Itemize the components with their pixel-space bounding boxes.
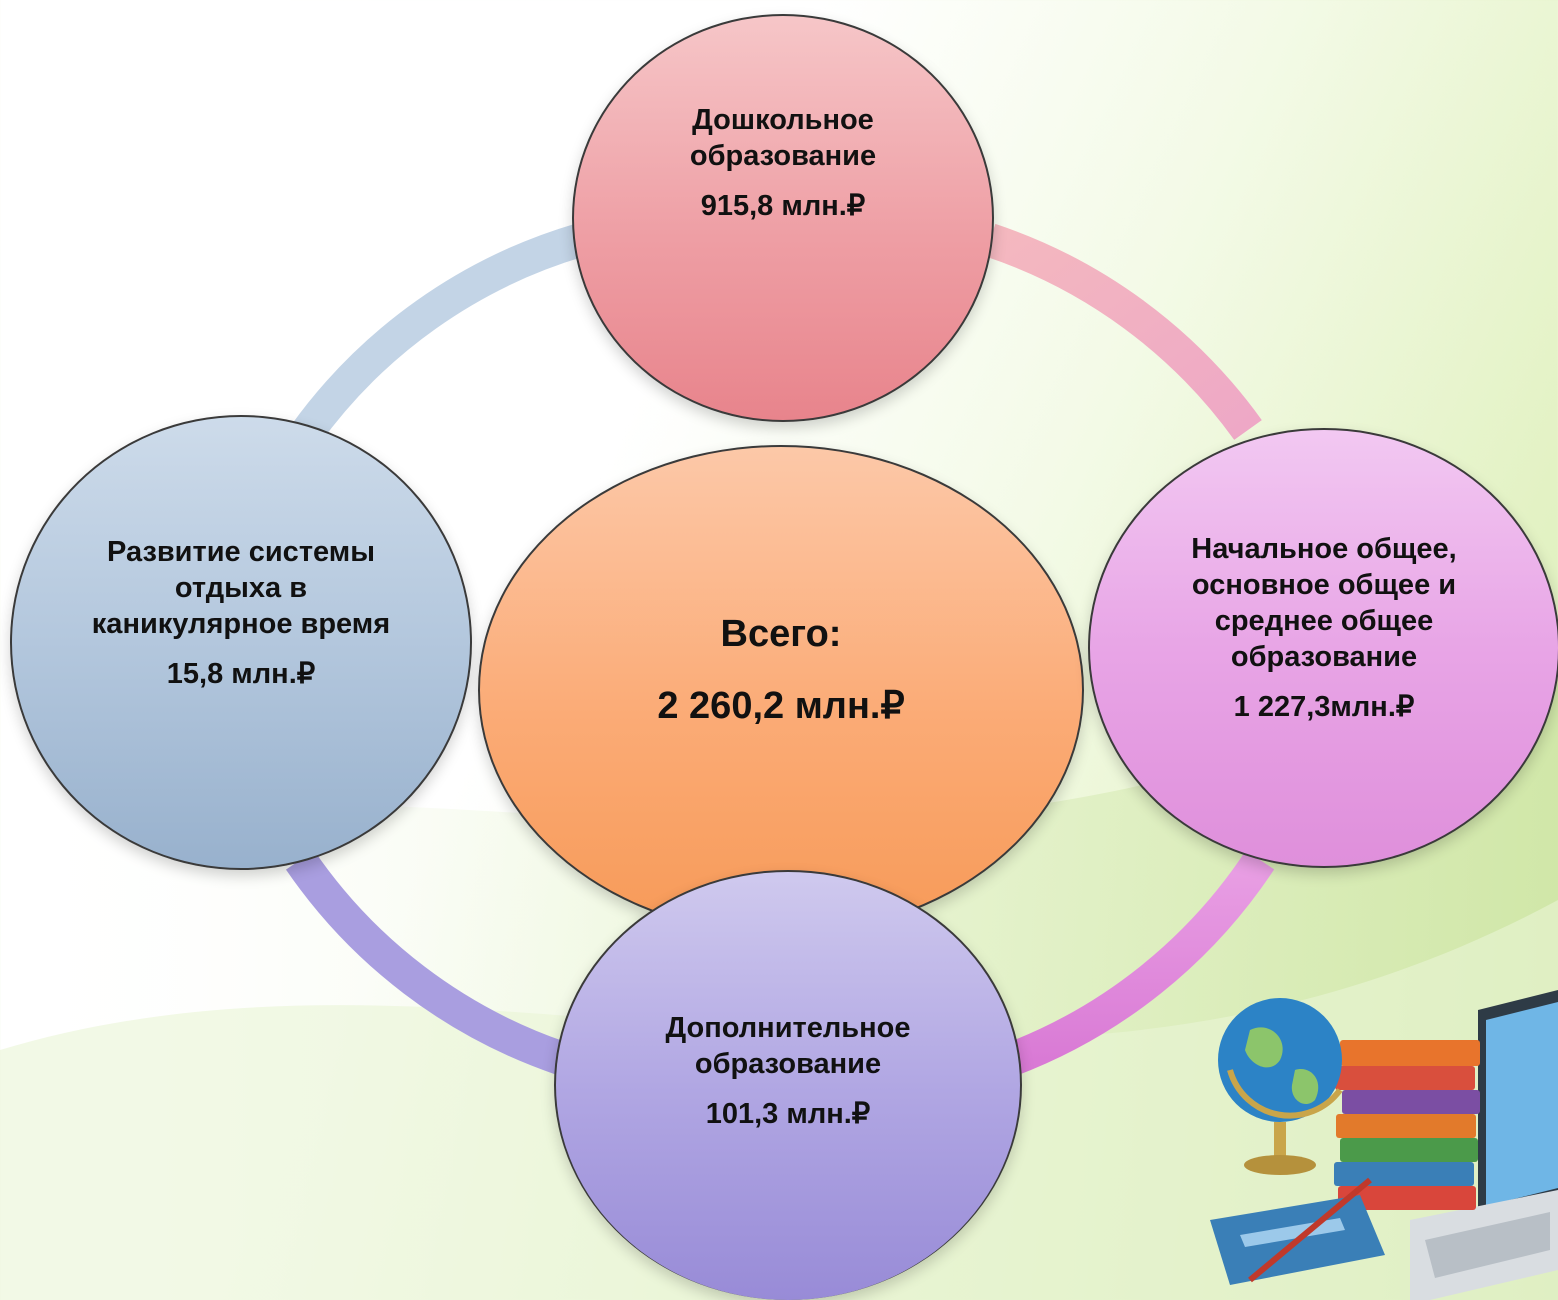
- books-icon: [1334, 1040, 1480, 1210]
- node-value: 101,3 млн.₽: [705, 1098, 871, 1130]
- node-holiday-recreation: Развитие системы отдыха в каникулярное в…: [10, 415, 472, 870]
- total-title: Всего:: [720, 613, 842, 655]
- laptop-icon: [1410, 990, 1558, 1300]
- node-additional-education: Дополнительное образование 101,3 млн.₽: [554, 870, 1022, 1300]
- globe-icon: [1218, 998, 1343, 1175]
- node-total: Всего: 2 260,2 млн.₽: [478, 445, 1084, 935]
- node-label: Развитие системы отдыха в каникулярное в…: [91, 535, 391, 640]
- node-value: 915,8 млн.₽: [700, 190, 866, 222]
- node-general-education: Начальное общее, основное общее и средне…: [1088, 428, 1558, 868]
- node-value: 1 227,3млн.₽: [1233, 691, 1415, 723]
- notebook-icon: [1210, 1177, 1385, 1285]
- node-value: 15,8 млн.₽: [166, 657, 316, 690]
- total-value: 2 260,2 млн.₽: [657, 685, 905, 727]
- node-preschool-education: Дошкольное образование 915,8 млн.₽: [572, 14, 994, 422]
- education-illustration: [1210, 990, 1558, 1300]
- node-label: Дополнительное образование: [665, 1012, 911, 1080]
- node-label: Дошкольное образование: [689, 104, 877, 172]
- node-label: Начальное общее, основное общее и средне…: [1191, 533, 1457, 673]
